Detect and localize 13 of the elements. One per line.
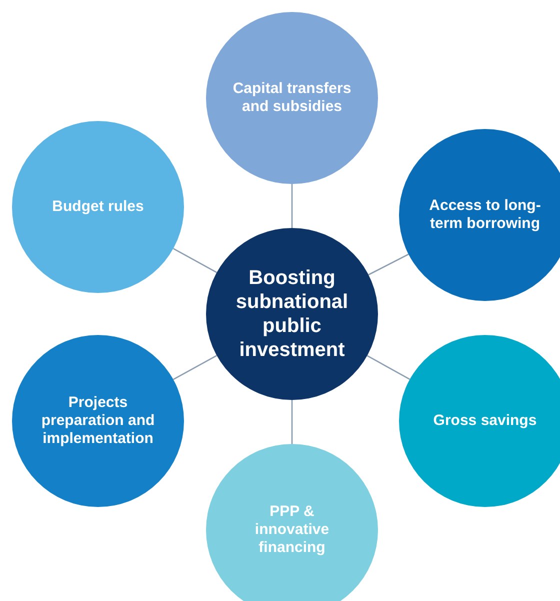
connector-line xyxy=(291,184,293,228)
hub-label: Boosting subnational public investment xyxy=(234,266,350,362)
topic-label: Access to long-term borrowing xyxy=(428,197,542,233)
connector-line xyxy=(173,248,217,274)
topic-label: Projects preparation and implementation xyxy=(40,394,156,448)
connector-line xyxy=(173,354,217,380)
connector-line xyxy=(368,254,409,276)
topic-label: PPP & innovative financing xyxy=(254,503,330,557)
topic-label: Capital transfers and subsidies xyxy=(232,80,352,116)
connector-line xyxy=(366,355,410,380)
topic-label: Budget rules xyxy=(52,198,144,216)
connector-line xyxy=(291,400,293,444)
topic-label: Gross savings xyxy=(433,412,537,430)
